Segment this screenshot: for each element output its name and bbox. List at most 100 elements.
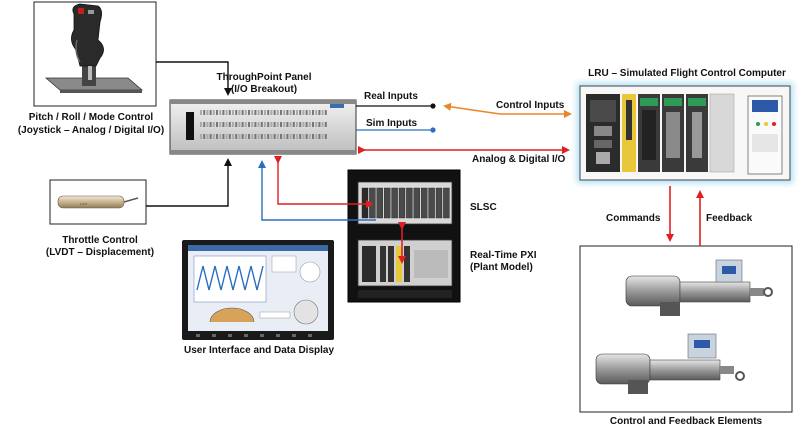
terminal [257, 122, 260, 127]
svg-text:LVDT: LVDT [80, 202, 88, 206]
terminal [270, 110, 273, 115]
terminal [267, 134, 270, 139]
control-inputs-label: Control Inputs [496, 100, 565, 111]
terminal [296, 110, 298, 115]
terminal [225, 134, 228, 139]
slsc-pxi-rack [347, 169, 461, 303]
terminal [286, 110, 289, 115]
terminal [321, 122, 324, 127]
throughpoint-panel [169, 99, 357, 155]
terminal [260, 134, 263, 139]
terminal [276, 110, 279, 115]
terminal [270, 134, 273, 139]
terminal [321, 110, 324, 115]
slsc-module [443, 187, 450, 219]
slsc-module [421, 187, 428, 219]
terminal [283, 110, 286, 115]
terminal [216, 110, 218, 115]
terminal [232, 134, 234, 139]
commands-label: Commands [606, 213, 661, 224]
terminal [212, 110, 215, 115]
terminal [308, 122, 311, 127]
slsc-module [391, 187, 398, 219]
terminal [299, 110, 302, 115]
slsc-module [369, 187, 376, 219]
terminal [235, 122, 238, 127]
terminal [264, 134, 266, 139]
terminal [225, 110, 228, 115]
terminal [206, 134, 209, 139]
terminal [200, 134, 202, 139]
terminal [238, 110, 241, 115]
pxi-label-line1: Real-Time PXI [470, 250, 537, 261]
terminal [286, 134, 289, 139]
terminal [209, 134, 212, 139]
terminal [238, 134, 241, 139]
real-inputs-node [430, 103, 436, 109]
terminal [225, 122, 228, 127]
terminal [228, 122, 231, 127]
terminal [276, 134, 279, 139]
terminal [251, 122, 254, 127]
terminal [299, 122, 302, 127]
terminal [312, 134, 314, 139]
terminal [273, 134, 276, 139]
terminal [212, 122, 215, 127]
terminal [228, 134, 231, 139]
terminal [251, 134, 254, 139]
terminal [238, 122, 241, 127]
terminal [232, 110, 234, 115]
terminal [280, 110, 282, 115]
terminal [248, 134, 250, 139]
slsc-module [428, 187, 435, 219]
joystick-label-line2: (Joystick – Analog / Digital I/O) [17, 125, 165, 136]
terminal [219, 134, 222, 139]
terminal [302, 134, 305, 139]
elements-caption: Control and Feedback Elements [609, 416, 763, 427]
ui-display-monitor [182, 240, 334, 340]
terminal [302, 122, 305, 127]
terminal [267, 122, 270, 127]
joystick-to-panel-arrow [156, 61, 232, 96]
lru-title: LRU – Simulated Flight Control Computer [588, 68, 786, 79]
slsc-module [398, 187, 406, 219]
terminal [232, 122, 234, 127]
terminal [289, 134, 292, 139]
terminal [267, 110, 270, 115]
throughpoint-label-line1: ThroughPoint Panel [216, 72, 312, 83]
terminal [206, 122, 209, 127]
terminal [308, 134, 311, 139]
slsc-module [361, 187, 369, 219]
terminal [235, 134, 238, 139]
terminal [248, 110, 250, 115]
ui-caption: User Interface and Data Display [183, 345, 335, 356]
slsc-to-panel-blue-arrow [258, 160, 376, 221]
terminal [241, 110, 244, 115]
panel-to-slsc-red-arrow [274, 156, 374, 208]
slsc-module [413, 187, 420, 219]
real-inputs-label: Real Inputs [364, 91, 418, 102]
terminal [241, 134, 244, 139]
terminal [292, 110, 295, 115]
terminal [200, 122, 202, 127]
terminal [305, 122, 308, 127]
terminal [302, 110, 305, 115]
terminal [286, 122, 289, 127]
terminal [222, 122, 225, 127]
control-inputs-arrow-left [443, 102, 501, 115]
terminal [257, 110, 260, 115]
terminal [216, 122, 218, 127]
throughpoint-label-line2: (I/O Breakout) [230, 84, 298, 95]
terminal [318, 110, 321, 115]
terminal [244, 134, 247, 139]
terminal [283, 134, 286, 139]
terminal [270, 122, 273, 127]
joystick-image [33, 1, 157, 107]
terminal [241, 122, 244, 127]
throttle-label-line1: Throttle Control [62, 235, 138, 246]
terminal [324, 122, 327, 127]
terminal [308, 110, 311, 115]
terminal [276, 122, 279, 127]
terminal [315, 134, 318, 139]
slsc-module [376, 187, 383, 219]
